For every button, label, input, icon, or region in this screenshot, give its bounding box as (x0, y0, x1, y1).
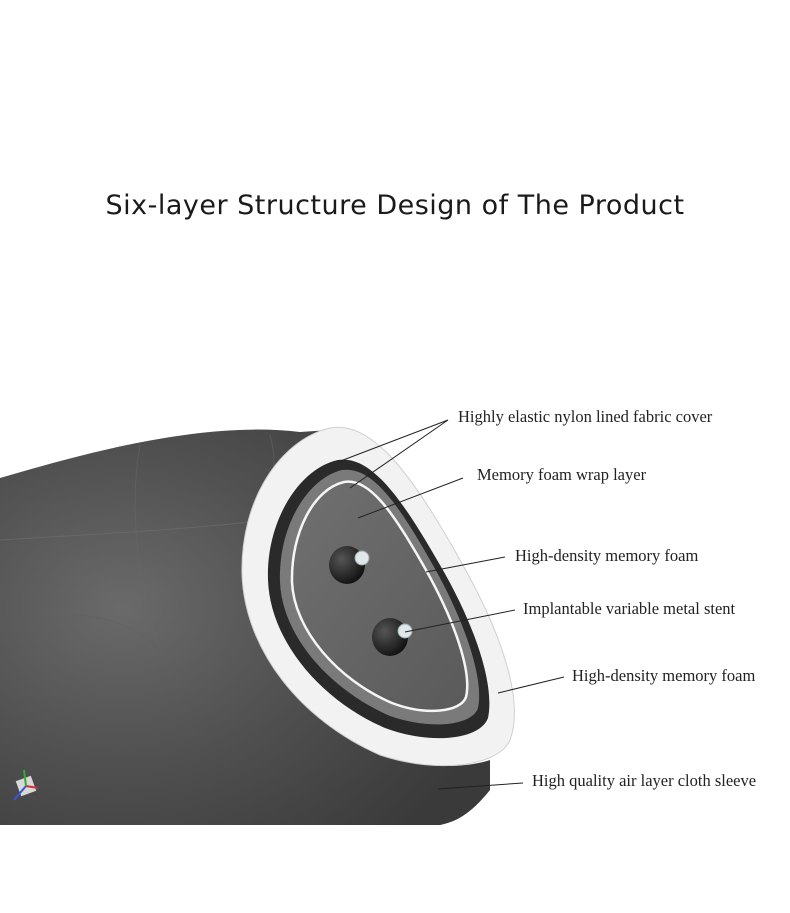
stent-pin-lower (372, 618, 413, 656)
leader-line-foam-1 (425, 556, 506, 573)
pillow-body (0, 429, 490, 825)
inner-white-line (290, 480, 469, 713)
body-seam (134, 444, 161, 651)
diagram-title: Six-layer Structure Design of The Produc… (105, 190, 685, 221)
body-seam (0, 521, 251, 541)
body-seam (0, 614, 161, 651)
leader-line-stent (404, 609, 516, 633)
leader-line-fabric-a (337, 419, 449, 463)
layer-label-wrap-layer: Memory foam wrap layer (477, 465, 647, 484)
leader-line-wrap (357, 477, 464, 519)
layer-label-air-layer-sleeve: High quality air layer cloth sleeve (532, 771, 757, 790)
leader-line-sleeve (437, 782, 524, 790)
stent-pin-upper (329, 546, 370, 584)
layer-label-fabric-cover: Highly elastic nylon lined fabric cover (458, 407, 713, 426)
leader-lines (337, 419, 565, 790)
leader-line-fabric-b (349, 419, 449, 489)
layer-label-high-density-foam-1: High-density memory foam (515, 546, 699, 565)
axis-gizmo-icon (13, 769, 39, 801)
layer-label-high-density-foam-2: High-density memory foam (572, 666, 756, 685)
leader-line-foam-2 (497, 676, 565, 694)
layer-label-metal-stent: Implantable variable metal stent (523, 599, 736, 618)
